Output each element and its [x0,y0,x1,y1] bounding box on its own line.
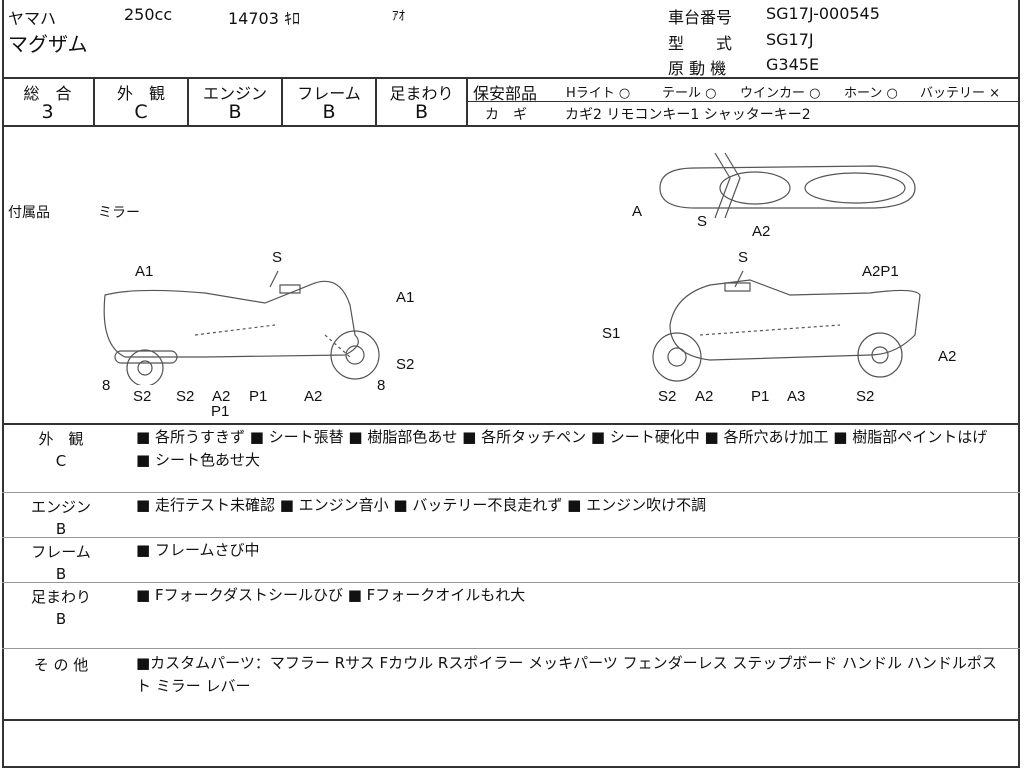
divider [2,77,1020,79]
damage-label: A2 [752,223,771,240]
damage-label: P1 [249,388,268,405]
divider [2,648,1020,649]
rating-frame-label: フレーム [297,84,361,103]
mileage: 14703 ｷﾛ [228,9,300,28]
damage-label: S2 [856,388,875,405]
note-grade-suspension: B [55,610,67,628]
damage-label: S2 [133,388,152,405]
damage-label: A3 [787,388,806,405]
rating-engine-label: エンジン [202,84,267,103]
damage-label: S [272,249,283,266]
damage-label: A [632,203,643,220]
note-title-other: そ の 他 [33,656,89,674]
damage-label: 8 [102,377,111,394]
safety-horn: ホーン ○ [844,86,898,101]
color: ｱｵ [392,9,405,24]
divider [2,719,1020,721]
damage-label: A2P1 [862,263,899,280]
frame-number: SG17J-000545 [766,4,880,23]
note-title-engine: エンジン [30,498,91,516]
accessories-label: 付属品 [8,205,50,221]
scooter-top-view-diagram [659,152,916,219]
divider [2,492,1020,493]
divider [466,78,468,126]
rating-frame-value: B [322,101,336,123]
damage-label: P1 [211,403,230,420]
rating-overall-value: 3 [41,101,54,123]
damage-label: 8 [377,377,386,394]
damage-label: P1 [751,388,770,405]
note-grade-frame: B [55,565,67,583]
note-text-suspension: ■ Fフォークダストシールひび ■ Fフォークオイルもれ大 [136,586,526,604]
damage-label: A2 [695,388,714,405]
divider [2,537,1020,538]
damage-label: A2 [938,348,957,365]
note-text-exterior: ■ 各所うすきず ■ シート張替 ■ 樹脂部色あせ ■ 各所タッチペン ■ シー… [136,428,988,469]
scooter-left-side-diagram [103,270,380,385]
damage-label: A1 [135,263,154,280]
type-value: SG17J [766,30,814,49]
rating-overall-label: 総 合 [23,84,72,103]
divider [2,125,1020,127]
model-name: マグザム [8,32,88,56]
divider [187,78,189,126]
type-label: 型 式 [668,34,733,53]
note-title-frame: フレーム [31,543,91,561]
safety-tail: テール ○ [662,86,717,101]
divider [93,78,95,126]
safety-headlight: Hライト ○ [566,86,631,101]
safety-parts-label: 保安部品 [473,84,538,103]
rating-exterior-label: 外 観 [116,84,165,103]
damage-label: A2 [212,388,231,405]
engine-label: 原 動 機 [668,59,727,78]
note-text-other: ■カスタムパーツ：マフラー Rサス Fカウル Rスポイラー メッキパーツ フェン… [136,654,997,695]
divider [281,78,283,126]
damage-label: S1 [602,325,621,342]
rating-suspension-value: B [414,101,429,123]
frame-number-label: 車台番号 [668,8,733,27]
damage-label: S [697,213,708,230]
note-text-frame: ■ フレームさび中 [136,541,260,559]
damage-label: S [738,249,749,266]
damage-label: A2 [304,388,323,405]
damage-label: S2 [658,388,677,405]
divider [2,582,1020,583]
divider [375,78,377,126]
keys-label: カ ギ [485,107,527,123]
scooter-right-side-diagram [652,270,921,382]
displacement: 250cc [124,5,173,24]
note-text-engine: ■ 走行テスト未確認 ■ エンジン音小 ■ バッテリー不良走れず ■ エンジン吹… [136,496,707,514]
note-title-exterior: 外 観 [38,430,84,448]
safety-winker: ウインカー ○ [740,86,821,101]
accessories-value: ミラー [98,205,140,221]
damage-label: S2 [396,356,415,373]
note-grade-engine: B [55,520,67,538]
engine-model: G345E [766,55,820,74]
divider [2,423,1020,425]
rating-exterior-value: C [134,101,148,123]
damage-label: S2 [176,388,195,405]
divider [467,101,1020,102]
rating-engine-value: B [228,101,242,123]
note-grade-exterior: C [55,452,67,470]
maker: ヤマハ [8,9,57,28]
safety-battery: バッテリー × [920,86,1001,101]
rating-suspension-label: 足まわり [389,84,454,103]
note-title-suspension: 足まわり [30,588,91,606]
damage-label: A1 [396,289,415,306]
keys-value: カギ2 リモコンキー1 シャッターキー2 [565,107,811,123]
